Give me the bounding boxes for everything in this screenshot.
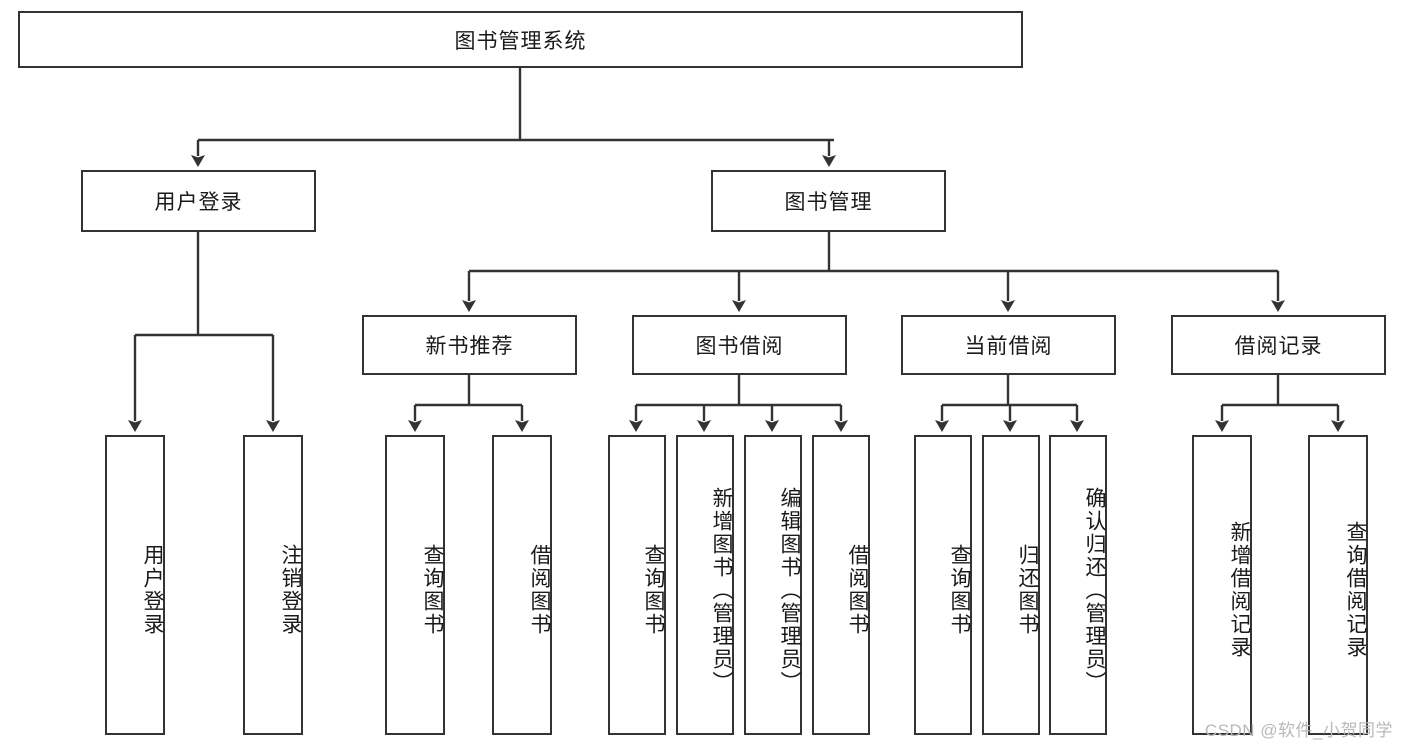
node-leaf-borrow-book-1[interactable]: 借阅图书 bbox=[492, 435, 552, 735]
node-borrow-record-label: 借阅记录 bbox=[1234, 335, 1323, 358]
node-leaf-add-book-label: 新增图书（管理员） bbox=[710, 486, 733, 694]
node-leaf-query-book-1-label: 查询图书 bbox=[421, 544, 444, 636]
node-leaf-query-record-label: 查询借阅记录 bbox=[1344, 521, 1367, 659]
node-current-borrow-label: 当前借阅 bbox=[964, 335, 1053, 358]
node-leaf-logout-label: 注销登录 bbox=[279, 544, 302, 636]
node-root-label: 图书管理系统 bbox=[454, 29, 587, 53]
node-book-manage[interactable]: 图书管理 bbox=[711, 170, 946, 232]
node-leaf-add-record-label: 新增借阅记录 bbox=[1228, 521, 1251, 659]
node-leaf-user-login[interactable]: 用户登录 bbox=[105, 435, 165, 735]
node-root[interactable]: 图书管理系统 bbox=[18, 11, 1023, 68]
node-user-login-label: 用户登录 bbox=[154, 191, 243, 214]
node-leaf-confirm-return[interactable]: 确认归还（管理员） bbox=[1049, 435, 1107, 735]
node-book-manage-label: 图书管理 bbox=[784, 191, 873, 214]
node-user-login[interactable]: 用户登录 bbox=[81, 170, 316, 232]
node-leaf-query-book-1[interactable]: 查询图书 bbox=[385, 435, 445, 735]
node-leaf-add-record[interactable]: 新增借阅记录 bbox=[1192, 435, 1252, 735]
node-leaf-user-login-label: 用户登录 bbox=[141, 544, 164, 636]
node-leaf-borrow-book-1-label: 借阅图书 bbox=[528, 544, 551, 636]
node-current-borrow[interactable]: 当前借阅 bbox=[901, 315, 1116, 375]
node-new-book-rec[interactable]: 新书推荐 bbox=[362, 315, 577, 375]
node-leaf-edit-book[interactable]: 编辑图书（管理员） bbox=[744, 435, 802, 735]
node-leaf-return-book[interactable]: 归还图书 bbox=[982, 435, 1040, 735]
node-leaf-query-record[interactable]: 查询借阅记录 bbox=[1308, 435, 1368, 735]
node-leaf-query-book-2-label: 查询图书 bbox=[642, 544, 665, 636]
node-book-borrow-label: 图书借阅 bbox=[695, 335, 784, 358]
node-leaf-query-book-2[interactable]: 查询图书 bbox=[608, 435, 666, 735]
node-leaf-borrow-book-2[interactable]: 借阅图书 bbox=[812, 435, 870, 735]
node-borrow-record[interactable]: 借阅记录 bbox=[1171, 315, 1386, 375]
node-book-borrow[interactable]: 图书借阅 bbox=[632, 315, 847, 375]
node-leaf-logout[interactable]: 注销登录 bbox=[243, 435, 303, 735]
node-leaf-edit-book-label: 编辑图书（管理员） bbox=[778, 486, 801, 694]
node-leaf-query-book-3-label: 查询图书 bbox=[948, 544, 971, 636]
node-leaf-query-book-3[interactable]: 查询图书 bbox=[914, 435, 972, 735]
node-leaf-add-book[interactable]: 新增图书（管理员） bbox=[676, 435, 734, 735]
node-leaf-confirm-return-label: 确认归还（管理员） bbox=[1083, 486, 1106, 694]
watermark: CSDN @软件_小贺同学 bbox=[1204, 721, 1393, 740]
node-leaf-return-book-label: 归还图书 bbox=[1016, 544, 1039, 636]
node-leaf-borrow-book-2-label: 借阅图书 bbox=[846, 544, 869, 636]
node-new-book-rec-label: 新书推荐 bbox=[425, 335, 514, 358]
